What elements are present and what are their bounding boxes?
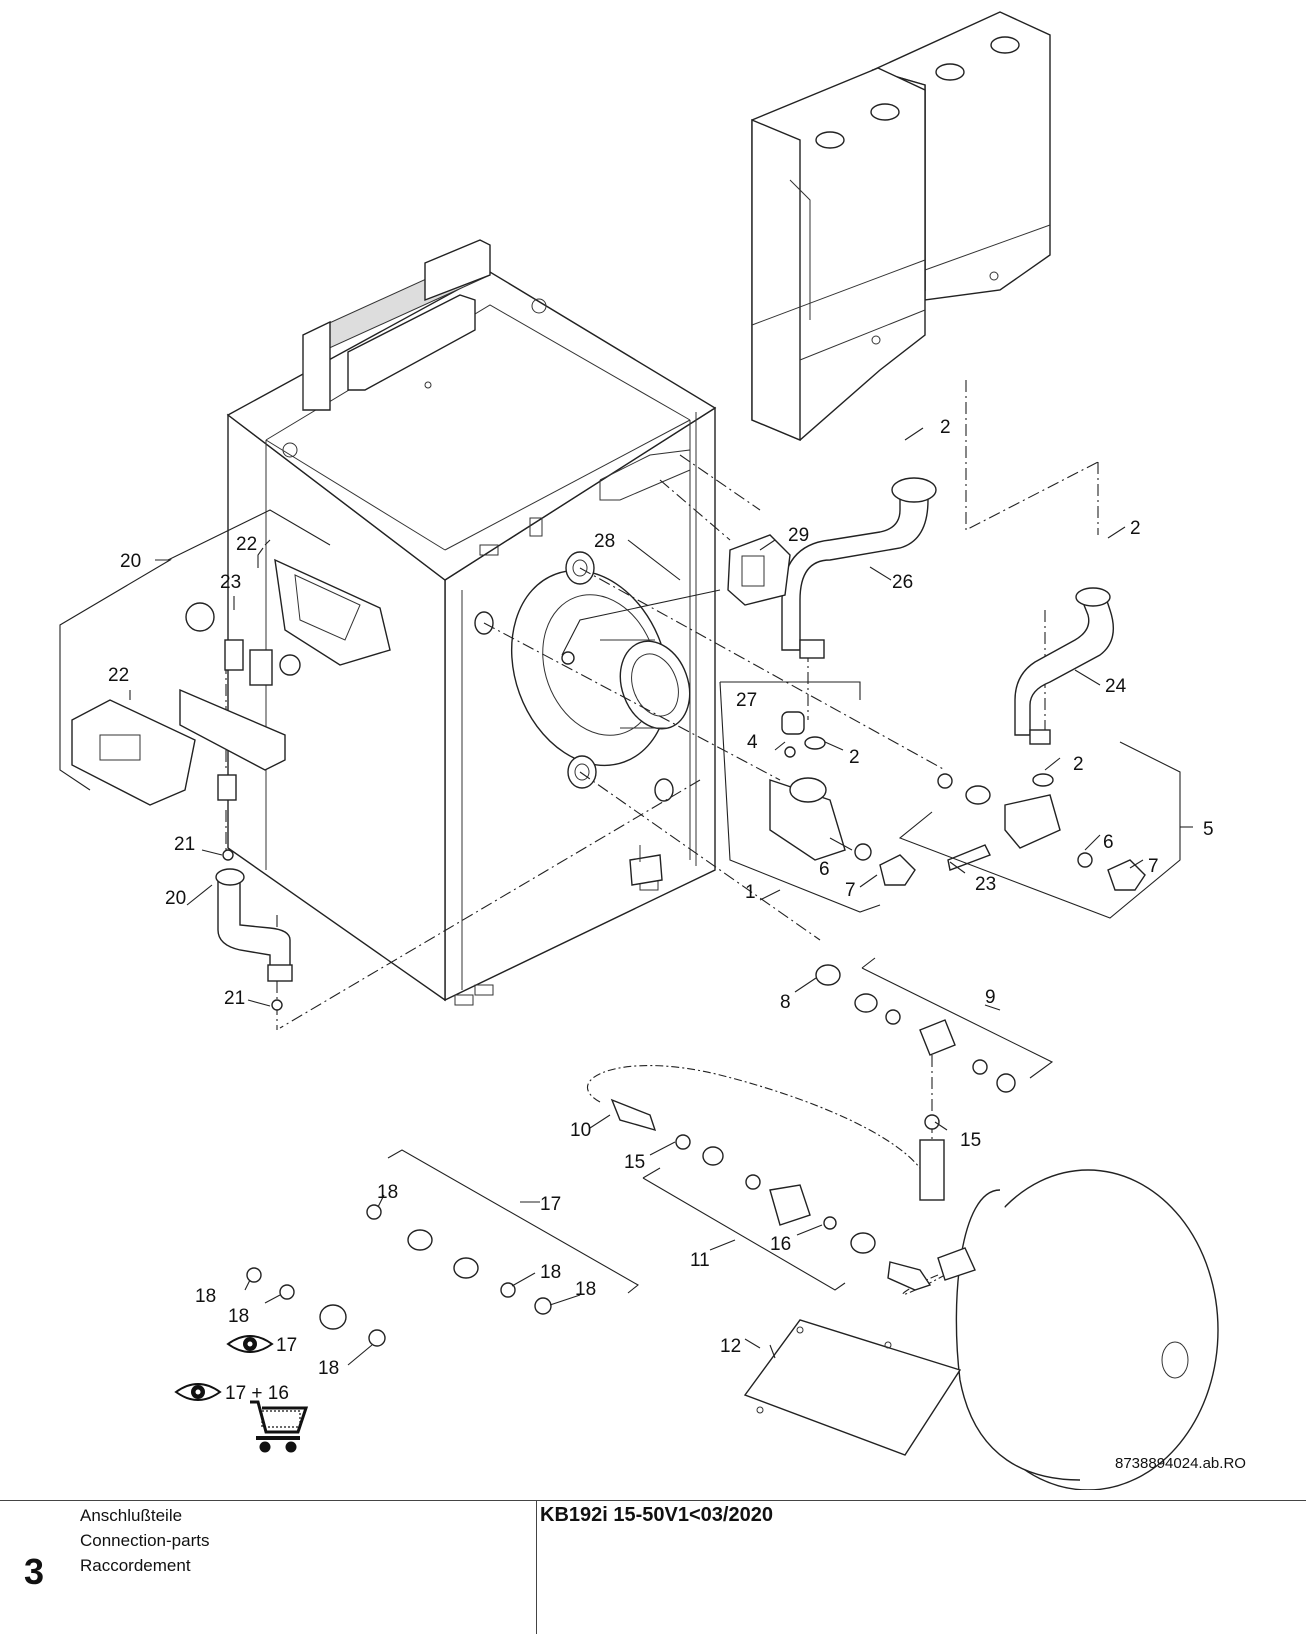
fitting-group-1: [769, 711, 916, 886]
callout-16: 18: [318, 1358, 339, 1379]
callout-14: 16: [770, 1234, 791, 1255]
callout-24: 26: [892, 572, 913, 593]
eye-icon: [226, 1335, 274, 1353]
callout-2: 2: [940, 417, 951, 438]
callout-28: 29: [788, 525, 809, 546]
callout-7: 7: [1148, 856, 1159, 877]
callout-21: 22: [236, 534, 257, 555]
callout-26: 27: [736, 690, 757, 711]
callout-21: 22: [108, 665, 129, 686]
callout-16: 18: [575, 1279, 596, 1300]
expansion-vessel: [937, 1169, 1219, 1490]
callout-13: 15: [960, 1130, 981, 1151]
callout-16: 18: [540, 1262, 561, 1283]
callout-9: 9: [985, 987, 996, 1008]
callout-5: 5: [1203, 819, 1214, 840]
pipe-24: [781, 477, 937, 659]
callout-16: 18: [195, 1286, 216, 1307]
leader-lines: [59, 427, 1193, 1366]
sheet-number: 3: [24, 1551, 45, 1592]
callout-16: 18: [228, 1306, 249, 1327]
callout-29: 28: [594, 531, 615, 552]
shopping-cart-icon: [250, 1400, 309, 1453]
title-english: Connection-parts: [80, 1531, 210, 1550]
legend-ref-17-16: 17 + 16: [225, 1383, 289, 1404]
callout-27: 23: [975, 874, 996, 895]
storage-tanks: [751, 11, 1051, 442]
fitting-group-17: [246, 1267, 386, 1347]
model-designation: KB192i 15-50V1<03/2020: [540, 1504, 773, 1526]
callout-1: 1: [745, 882, 756, 903]
title-block: 3 Anschlußteile Connection-parts Raccord…: [0, 1500, 1306, 1634]
boiler-body: [226, 271, 717, 1006]
callout-10: 10: [570, 1120, 591, 1141]
callout-18: 20: [120, 551, 141, 572]
callout-19: 20: [165, 888, 186, 909]
safety-group: [71, 558, 391, 1011]
callout-23: 24: [1105, 676, 1127, 697]
callout-15: 17: [540, 1194, 561, 1215]
callout-2: 2: [1073, 754, 1084, 775]
eye-icon: [174, 1383, 222, 1401]
fitting-group-5: [937, 773, 1146, 891]
callout-8: 8: [780, 992, 791, 1013]
callout-20: 21: [174, 834, 195, 855]
control-module: [302, 239, 491, 411]
callout-13: 15: [624, 1152, 645, 1173]
pump-28: [561, 534, 791, 665]
callout-6: 6: [819, 859, 830, 880]
fitting-group-11: [610, 1098, 932, 1291]
callout-22: 23: [220, 572, 241, 593]
pipe-19: [215, 868, 293, 982]
legend-ref-17: 17: [276, 1335, 297, 1356]
mounting-bracket: [743, 1319, 962, 1456]
fitting-group-15: [366, 1204, 552, 1315]
fitting-group-9: [815, 964, 1016, 1201]
callout-6: 6: [1103, 832, 1114, 853]
title-block-divider: [536, 1501, 537, 1634]
callout-12: 12: [720, 1336, 741, 1357]
pipe-23: [1014, 587, 1114, 745]
title-french: Raccordement: [80, 1556, 191, 1575]
drawing-reference: 8738894024.ab.RO: [1115, 1455, 1246, 1472]
callout-20: 21: [224, 988, 245, 1009]
section-titles: Anschlußteile Connection-parts Raccordem…: [80, 1503, 209, 1578]
callout-16: 18: [377, 1182, 398, 1203]
callout-2: 2: [849, 747, 860, 768]
callout-4: 4: [747, 732, 758, 753]
legend-eye-17-16: 17 + 16: [174, 1383, 309, 1453]
callout-7: 7: [845, 880, 856, 901]
callout-2: 2: [1130, 518, 1141, 539]
title-german: Anschlußteile: [80, 1506, 183, 1525]
callouts: 2 2 29 28 26 24 27 4 2 2 5 6 6 7 7 23 1 …: [108, 417, 1214, 1379]
legend-eye-17: 17: [226, 1335, 297, 1356]
exploded-parts-diagram: 2 2 29 28 26 24 27 4 2 2 5 6 6 7 7 23 1 …: [59, 11, 1246, 1490]
callout-11: 11: [690, 1250, 710, 1271]
